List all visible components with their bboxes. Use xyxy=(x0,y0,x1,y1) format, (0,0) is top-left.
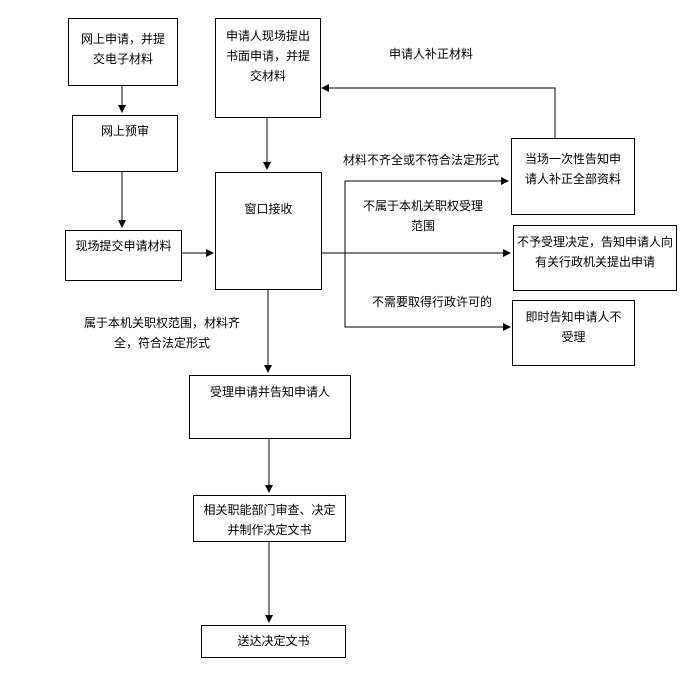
label-supplement: 申请人补正材料 xyxy=(388,47,473,61)
node-written-apply: 申请人现场提出书面申请，并提交材料 xyxy=(215,18,321,118)
node-reject-redirect: 不予受理决定，告知申请人向有关行政机关提出申请 xyxy=(513,225,677,291)
node-window-receive: 窗口接收 xyxy=(215,172,322,290)
node-online-precheck: 网上预审 xyxy=(72,115,178,172)
edge-branch-to-notify-supplement xyxy=(344,177,509,185)
node-accept-notify: 受理申请并告知申请人 xyxy=(189,375,351,439)
node-online-apply: 网上申请，并提交电子材料 xyxy=(68,18,178,86)
label-incomplete: 材料不齐全或不符合法定形式 xyxy=(342,153,499,167)
node-notify-reject: 即时告知申请人不受理 xyxy=(512,300,635,366)
label-out-of-scope: 不属于本机关职权受理范围 xyxy=(362,199,483,233)
node-deliver: 送达决定文书 xyxy=(201,625,346,658)
label-no-permit-needed: 不需要取得行政许可的 xyxy=(371,295,492,309)
node-review-decide: 相关职能部门审查、决定并制作决定文书 xyxy=(193,495,346,542)
edge-supplement-return xyxy=(321,84,556,138)
node-notify-supplement: 当场一次性告知申请人补正全部资料 xyxy=(511,138,635,215)
label-in-scope-complete: 属于本机关职权范围，材料齐全，符合法定形式 xyxy=(83,316,240,350)
edge-branch-to-notify-reject xyxy=(344,323,511,331)
node-onsite-submit: 现场提交申请材料 xyxy=(65,230,182,281)
